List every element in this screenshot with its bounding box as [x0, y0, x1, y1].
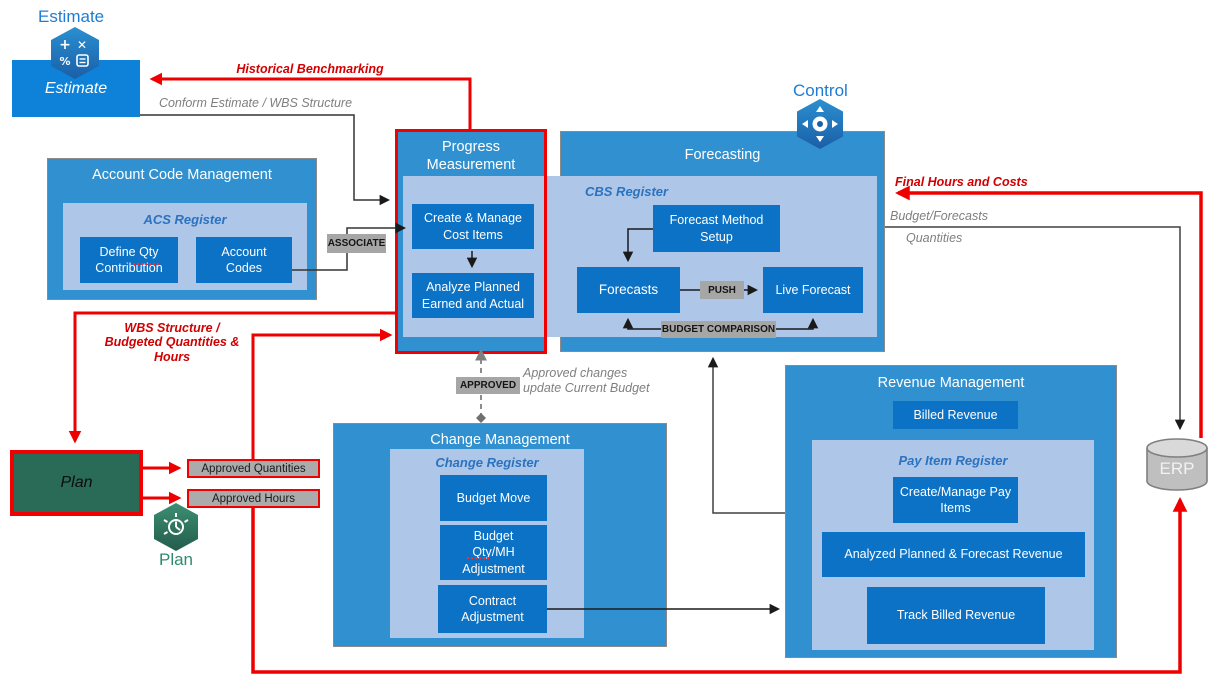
progress-measurement-title: Progress Measurement — [426, 139, 516, 174]
budget-qty-mh-adjustment-node: Budget Qty/MH Adjustment — [440, 525, 547, 580]
revenue-management-title: Revenue Management — [877, 375, 1025, 391]
acs-register-label: ACS Register — [143, 212, 227, 227]
live-forecast-node: Live Forecast — [763, 267, 863, 313]
final-hours-costs-label: Final Hours and Costs — [895, 175, 1028, 189]
approved-hours-chip: Approved Hours — [187, 489, 320, 508]
plan-label: Plan — [158, 550, 194, 569]
estimate-label: Estimate — [38, 7, 105, 26]
spellcheck-squiggle — [133, 260, 159, 265]
control-icon — [795, 98, 845, 155]
estimate-icon: + ✕ % — [49, 26, 101, 85]
spellcheck-squiggle — [467, 554, 489, 559]
wbs-structure-label: WBS Structure / Budgeted Quantities & Ho… — [104, 321, 240, 364]
quantities-label: Quantities — [906, 231, 963, 245]
plan-icon — [152, 502, 200, 557]
svg-text:%: % — [59, 55, 70, 68]
budget-comparison-chip: BUDGET COMPARISON — [661, 321, 776, 338]
account-codes-node: Account Codes — [196, 237, 292, 283]
billed-revenue-node: Billed Revenue — [893, 401, 1018, 429]
track-billed-revenue-node: Track Billed Revenue — [867, 587, 1045, 644]
conform-estimate-label: Conform Estimate / WBS Structure — [158, 96, 353, 110]
plan-box: Plan — [10, 450, 143, 516]
create-manage-pay-items-node: Create/Manage Pay Items — [893, 477, 1018, 523]
budget-move-node: Budget Move — [440, 475, 547, 521]
push-chip: PUSH — [700, 281, 744, 299]
forecast-method-setup-node: Forecast Method Setup — [653, 205, 780, 252]
svg-text:✕: ✕ — [77, 38, 87, 52]
approved-changes-label: Approved changes update Current Budget — [523, 366, 650, 395]
approved-quantities-chip: Approved Quantities — [187, 459, 320, 478]
estimate-box: Estimate — [12, 60, 140, 117]
erp-database: ERP — [1144, 437, 1210, 498]
define-qty-contribution-node: Define Qty Contribution — [80, 237, 178, 283]
cbs-register-label: CBS Register — [585, 184, 669, 199]
analyzed-planned-forecast-revenue-node: Analyzed Planned & Forecast Revenue — [822, 532, 1085, 577]
forecasts-node: Forecasts — [577, 267, 680, 313]
contract-adjustment-node: Contract Adjustment — [438, 585, 547, 633]
svg-text:+: + — [59, 37, 71, 53]
create-manage-cost-items-node: Create & Manage Cost Items — [412, 204, 534, 249]
historical-benchmarking-label: Historical Benchmarking — [236, 62, 384, 76]
change-management-title: Change Management — [430, 432, 570, 448]
control-label: Control — [793, 81, 848, 100]
account-code-management-title: Account Code Management — [92, 167, 272, 183]
svg-text:ERP: ERP — [1160, 459, 1195, 478]
approved-chip: APPROVED — [456, 377, 520, 394]
pay-item-register-label: Pay Item Register — [898, 453, 1008, 468]
change-register-label: Change Register — [435, 455, 539, 470]
budget-forecasts-label: Budget/Forecasts — [890, 209, 988, 223]
forecasting-title: Forecasting — [684, 147, 761, 163]
associate-chip: ASSOCIATE — [327, 234, 386, 253]
analyze-planned-earned-actual-node: Analyze Planned Earned and Actual — [412, 273, 534, 318]
